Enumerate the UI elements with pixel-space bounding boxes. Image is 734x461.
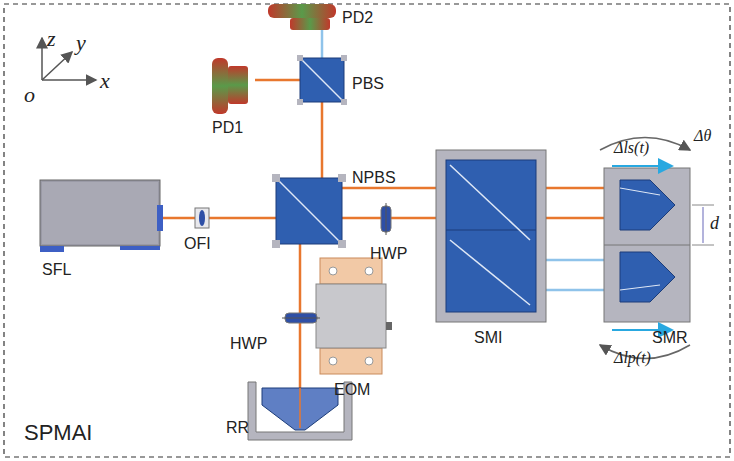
dimension-label: d (710, 214, 719, 232)
axis-label: x (100, 70, 110, 92)
motion-label: Δlp(t) (614, 350, 651, 366)
motion-label: Δls(t) (614, 140, 649, 156)
motion-label: Δθ (694, 128, 711, 144)
part-name: SFL (42, 262, 71, 278)
part-name: SMR (652, 330, 688, 346)
title-label: SPMAI (24, 422, 92, 444)
part-name: EOM (334, 382, 370, 398)
part-name: PBS (352, 76, 384, 92)
part-name: PD2 (342, 10, 373, 26)
part-name: HWP (230, 336, 267, 352)
part-name: PD1 (212, 120, 243, 136)
part-name: RR (226, 420, 249, 436)
part-name: HWP (370, 246, 407, 262)
part-name: OFI (184, 236, 211, 252)
axis-label: z (47, 28, 56, 50)
axis-label: y (76, 32, 86, 54)
part-name: NPBS (352, 170, 396, 186)
part-name: SMI (474, 330, 502, 346)
axis-label: o (24, 84, 35, 106)
